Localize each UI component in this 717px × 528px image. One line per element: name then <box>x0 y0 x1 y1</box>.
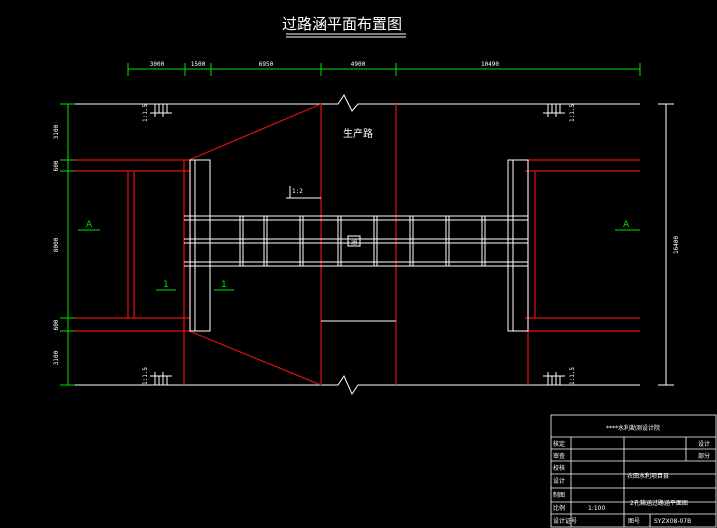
road-boundaries <box>75 94 640 396</box>
tb-row-6: 比例 <box>553 504 565 512</box>
slope-label-1: 1:1.5 <box>142 104 149 122</box>
top-dimension-chain: 3000 1500 6950 4900 10490 <box>127 61 641 76</box>
culvert-body <box>184 159 529 332</box>
dim-right: 16400 <box>673 236 680 254</box>
left-dimension-chain: 3100 600 8000 600 3100 <box>53 103 78 386</box>
section-mark-1-right: 1 <box>221 280 227 290</box>
tb-row-7: 设计证号 <box>553 517 577 525</box>
dim-left-4: 600 <box>53 319 60 330</box>
dim-left-2: 600 <box>53 160 60 171</box>
tb-drawing-name: 2孔箱涵过路涵平面图 <box>630 499 688 507</box>
title-block: ****水利勘测设计院 核定 审查 校核 设计 制图 比例 设计证号 1:100… <box>550 414 717 528</box>
dim-top-1: 3000 <box>150 61 165 68</box>
slope-label-4: 1:1.5 <box>569 367 576 385</box>
tb-row-1: 核定 <box>553 440 565 448</box>
tb-no-label: 图号 <box>628 518 640 525</box>
right-dimension: 16400 <box>658 103 680 386</box>
tb-row-4: 设计 <box>553 477 565 485</box>
centre-mark: 涵 <box>351 238 357 246</box>
tb-org: ****水利勘测设计院 <box>606 424 660 432</box>
tb-right-1: 设计 <box>698 440 710 448</box>
road-label: 生产路 <box>343 127 373 140</box>
dim-left-3: 8000 <box>53 237 60 252</box>
tb-scale: 1:100 <box>588 505 605 512</box>
slope-tag: 1:2 <box>292 188 303 195</box>
tb-row-2: 审查 <box>553 452 565 460</box>
section-mark-1-left: 1 <box>163 280 169 290</box>
slope-label-3: 1:1.5 <box>142 367 149 385</box>
dim-top-4: 4900 <box>351 61 366 68</box>
tb-right-2: 部分 <box>698 452 710 460</box>
culvert-structure <box>75 103 640 386</box>
section-mark-a-right: A <box>623 220 630 230</box>
slope-label-2: 1:1.5 <box>569 104 576 122</box>
tb-row-5: 制图 <box>553 491 565 499</box>
slope-hatches <box>150 104 565 385</box>
section-markers: A A 1 1 <box>78 220 640 291</box>
dim-left-1: 3100 <box>53 124 60 139</box>
tb-row-3: 校核 <box>553 464 565 472</box>
dim-left-5: 3100 <box>53 350 60 365</box>
tb-project: 农田水利项目县 <box>627 472 669 480</box>
section-mark-a-left: A <box>86 220 93 230</box>
dim-top-2: 1500 <box>191 61 206 68</box>
tb-no: SYZX08-07B <box>654 518 691 525</box>
dim-top-5: 10490 <box>481 61 499 68</box>
drawing-title: 过路涵平面布置图 <box>282 15 402 33</box>
dim-top-3: 6950 <box>259 61 274 68</box>
